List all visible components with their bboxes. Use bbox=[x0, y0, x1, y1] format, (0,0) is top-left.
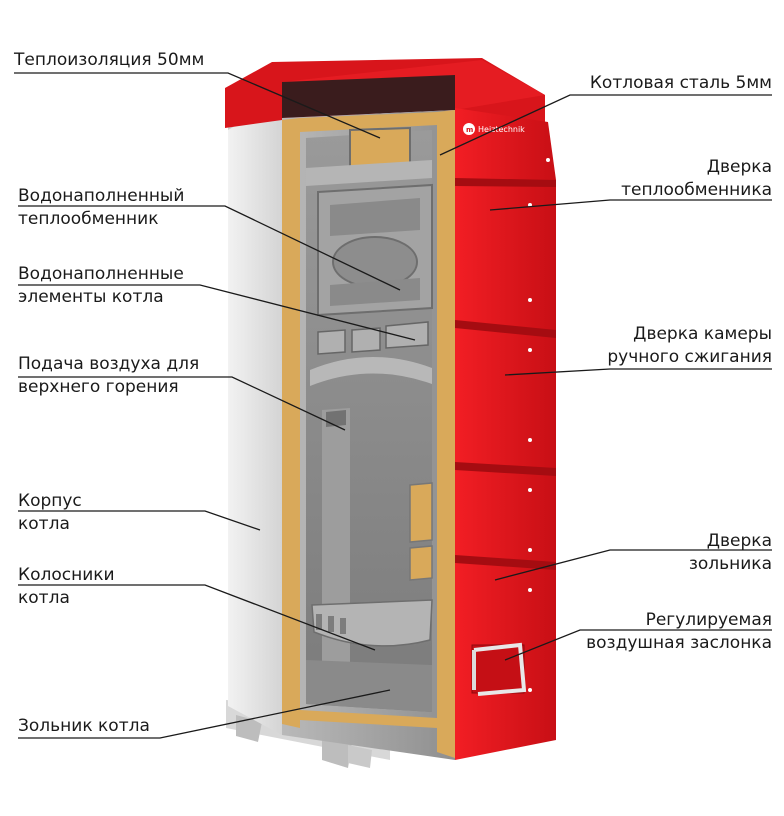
leader-exchanger bbox=[18, 205, 401, 291]
label-door-ash-line2: зольника bbox=[688, 554, 772, 574]
label-door-exchanger-line2: теплообменника bbox=[621, 180, 772, 200]
label-door-chamber-line2: ручного сжигания bbox=[607, 347, 772, 367]
boiler-cutaway bbox=[282, 110, 455, 760]
leader-grate bbox=[18, 584, 376, 651]
label-damper-line2: воздушная заслонка bbox=[586, 633, 772, 653]
label-elements-line2: элементы котла bbox=[18, 287, 164, 307]
svg-text:m: m bbox=[466, 126, 473, 134]
leader-door-chamber bbox=[504, 368, 772, 376]
leader-air bbox=[18, 376, 346, 431]
label-air-line2: верхнего горения bbox=[18, 377, 179, 397]
leader-door-ash bbox=[494, 549, 772, 581]
label-damper-line1: Регулируемая bbox=[645, 610, 772, 630]
leader-door-exchanger bbox=[489, 199, 772, 211]
boiler-front-doors bbox=[455, 108, 556, 760]
label-body-line2: котла bbox=[18, 514, 70, 534]
label-door-exchanger-line1: Дверка bbox=[706, 157, 772, 177]
label-air-line1: Подача воздуха для bbox=[18, 354, 200, 374]
label-door-ash-line1: Дверка bbox=[706, 531, 772, 551]
boiler-body-side-panel bbox=[228, 82, 282, 735]
label-grate-line1: Колосники bbox=[18, 565, 115, 585]
leader-insulation bbox=[14, 72, 381, 139]
leader-body bbox=[18, 510, 261, 531]
brand-logo: m Heiztechnik bbox=[463, 123, 525, 135]
air-damper-handle bbox=[471, 642, 527, 696]
label-exchanger-line1: Водонаполненный bbox=[18, 186, 185, 206]
leader-ashpit bbox=[18, 689, 391, 739]
label-steel: Котловая сталь 5мм bbox=[589, 73, 772, 93]
label-ashpit: Зольник котла bbox=[18, 716, 150, 736]
label-grate-line2: котла bbox=[18, 588, 70, 608]
leader-steel bbox=[439, 94, 772, 156]
label-exchanger-line2: теплообменник bbox=[18, 209, 159, 229]
label-insulation: Теплоизоляция 50мм bbox=[14, 50, 205, 70]
leader-lines bbox=[14, 72, 772, 739]
boiler-top-cover bbox=[225, 58, 545, 150]
label-elements-line1: Водонаполненные bbox=[18, 264, 184, 284]
brand-logo-text: Heiztechnik bbox=[478, 125, 525, 134]
label-door-chamber-line1: Дверка камеры bbox=[633, 324, 772, 344]
leader-elements bbox=[18, 284, 416, 341]
leader-damper bbox=[504, 629, 772, 661]
label-body-line1: Корпус bbox=[18, 491, 82, 511]
